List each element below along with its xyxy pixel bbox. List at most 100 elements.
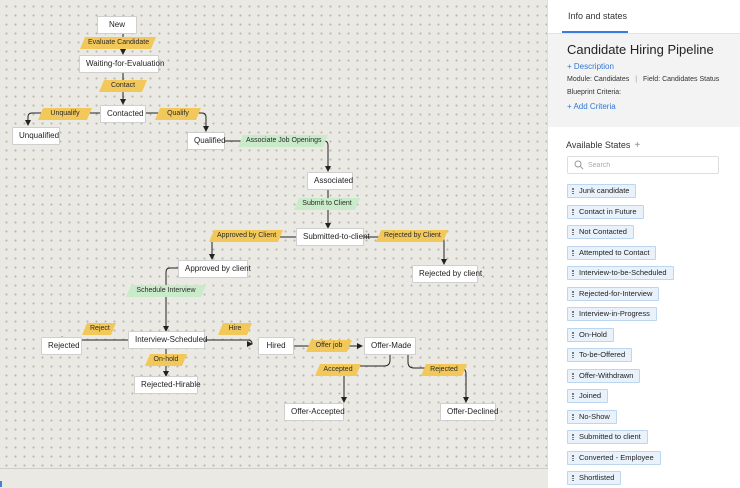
state-chip[interactable]: No-Show: [567, 410, 617, 424]
state-unqualified[interactable]: Unqualified: [12, 127, 60, 145]
states-search[interactable]: [567, 156, 719, 174]
state-chip-label: On-Hold: [579, 330, 607, 339]
state-submitted-to-client[interactable]: Submitted-to-client: [296, 228, 370, 246]
state-chip-label: Rejected-for-Interview: [579, 289, 653, 298]
state-approved-by-client[interactable]: Approved by client: [178, 260, 251, 278]
drag-handle-icon[interactable]: [572, 393, 574, 399]
state-chip-label: Converted - Employee: [579, 453, 654, 462]
state-chip[interactable]: Rejected-for-Interview: [567, 287, 660, 301]
available-states-label: Available States: [566, 140, 631, 150]
state-chip[interactable]: Shortlisted: [567, 471, 622, 485]
state-chip[interactable]: Offer-Withdrawn: [567, 369, 641, 383]
state-chip[interactable]: Attempted to Contact: [567, 246, 657, 260]
tab-info-and-states[interactable]: Info and states: [568, 11, 628, 21]
search-icon: [574, 160, 584, 170]
state-offer-accepted[interactable]: Offer-Accepted: [284, 403, 345, 421]
state-rejected[interactable]: Rejected: [41, 337, 82, 355]
transition-offer-job[interactable]: Offer job: [306, 340, 352, 352]
state-chip-label: Submitted to client: [579, 432, 641, 441]
drag-handle-icon[interactable]: [572, 455, 574, 461]
state-qualified[interactable]: Qualified: [187, 132, 226, 150]
panel-tab-bar: Info and states: [548, 0, 740, 34]
transition-evaluate-candidate[interactable]: Evaluate Candidate: [80, 37, 156, 49]
drag-handle-icon[interactable]: [572, 311, 574, 317]
blueprint-canvas[interactable]: New Waiting-for-Evaluation Contacted Unq…: [0, 0, 548, 468]
state-chip-label: Interview-to-be-Scheduled: [579, 268, 667, 277]
state-hired[interactable]: Hired: [258, 337, 294, 355]
state-associated[interactable]: Associated: [307, 172, 353, 190]
state-chip[interactable]: Junk candidate: [567, 184, 637, 198]
state-rejected-hirable[interactable]: Rejected-Hirable: [134, 376, 201, 394]
add-description-link[interactable]: + Description: [567, 62, 614, 71]
state-offer-made[interactable]: Offer-Made: [364, 337, 416, 355]
transition-rejected[interactable]: Rejected: [421, 364, 467, 376]
module-field-line: Module: Candidates | Field: Candidates S…: [567, 76, 740, 83]
state-chip-label: Attempted to Contact: [579, 248, 650, 257]
add-criteria-link[interactable]: + Add Criteria: [567, 102, 616, 111]
state-interview-scheduled[interactable]: Interview-Scheduled: [128, 331, 207, 349]
state-waiting-for-evaluation[interactable]: Waiting-for-Evaluation: [79, 55, 164, 73]
transition-hire[interactable]: Hire: [218, 323, 252, 335]
state-offer-declined[interactable]: Offer-Declined: [440, 403, 498, 421]
state-chip-label: Offer-Withdrawn: [579, 371, 634, 380]
state-chip[interactable]: Interview-in-Progress: [567, 307, 657, 321]
drag-handle-icon[interactable]: [572, 414, 574, 420]
blueprint-info: Candidate Hiring Pipeline + Description …: [548, 34, 740, 127]
transition-unqualify[interactable]: Unqualify: [38, 108, 92, 120]
scrollbar-thumb[interactable]: [0, 481, 2, 487]
drag-handle-icon[interactable]: [572, 332, 574, 338]
state-contacted[interactable]: Contacted: [100, 105, 146, 123]
state-chip-label: Junk candidate: [579, 186, 630, 195]
module-label: Module:: [567, 76, 592, 83]
transition-reject[interactable]: Reject: [82, 323, 116, 335]
transition-qualify[interactable]: Qualify: [155, 108, 201, 120]
state-new[interactable]: New: [97, 16, 137, 34]
transition-accepted[interactable]: Accepted: [315, 364, 361, 376]
drag-handle-icon[interactable]: [572, 250, 574, 256]
transition-schedule-interview[interactable]: Schedule Interview: [126, 285, 206, 297]
transition-on-hold[interactable]: On-hold: [145, 354, 187, 366]
state-chip-label: Joined: [579, 391, 602, 400]
state-chip[interactable]: Not Contacted: [567, 225, 634, 239]
state-chip-label: Contact in Future: [579, 207, 637, 216]
module-value: Candidates: [593, 76, 630, 83]
drag-handle-icon[interactable]: [572, 209, 574, 215]
active-tab-indicator: [562, 31, 628, 33]
drag-handle-icon[interactable]: [572, 229, 574, 235]
drag-handle-icon[interactable]: [572, 475, 574, 481]
state-rejected-by-client[interactable]: Rejected by client: [412, 265, 482, 283]
drag-handle-icon[interactable]: [572, 352, 574, 358]
separator: |: [635, 76, 638, 83]
state-chip[interactable]: On-Hold: [567, 328, 614, 342]
blueprint-title: Candidate Hiring Pipeline: [567, 42, 714, 57]
plus-icon[interactable]: +: [634, 140, 641, 151]
state-chip-label: Not Contacted: [579, 227, 627, 236]
state-chip[interactable]: To-be-Offered: [567, 348, 633, 362]
transition-approved-by-client[interactable]: Approved by Client: [209, 230, 283, 242]
available-states-heading: Available States+: [566, 140, 640, 151]
state-chip-label: Interview-in-Progress: [579, 309, 650, 318]
horizontal-scrollbar[interactable]: [0, 468, 548, 488]
blueprint-criteria-label: Blueprint Criteria:: [567, 89, 622, 96]
drag-handle-icon[interactable]: [572, 373, 574, 379]
drag-handle-icon[interactable]: [572, 434, 574, 440]
search-input[interactable]: [588, 159, 708, 171]
info-panel: Info and states Candidate Hiring Pipelin…: [548, 0, 740, 488]
drag-handle-icon[interactable]: [572, 270, 574, 276]
state-chip[interactable]: Submitted to client: [567, 430, 648, 444]
state-chip[interactable]: Contact in Future: [567, 205, 644, 219]
state-chip[interactable]: Converted - Employee: [567, 451, 661, 465]
state-chip[interactable]: Interview-to-be-Scheduled: [567, 266, 674, 280]
state-chip[interactable]: Joined: [567, 389, 609, 403]
field-label: Field:: [643, 76, 661, 83]
transition-rejected-by-client[interactable]: Rejected by Client: [376, 230, 448, 242]
state-chip-label: To-be-Offered: [579, 350, 626, 359]
transition-submit-to-client[interactable]: Submit to Client: [294, 198, 360, 210]
transition-associate-job-openings[interactable]: Associate Job Openings: [238, 135, 328, 147]
state-chip-label: No-Show: [579, 412, 610, 421]
drag-handle-icon[interactable]: [572, 291, 574, 297]
field-value: Candidates Status: [662, 76, 720, 83]
state-chip-label: Shortlisted: [579, 473, 615, 482]
transition-contact[interactable]: Contact: [99, 80, 147, 92]
drag-handle-icon[interactable]: [572, 188, 574, 194]
